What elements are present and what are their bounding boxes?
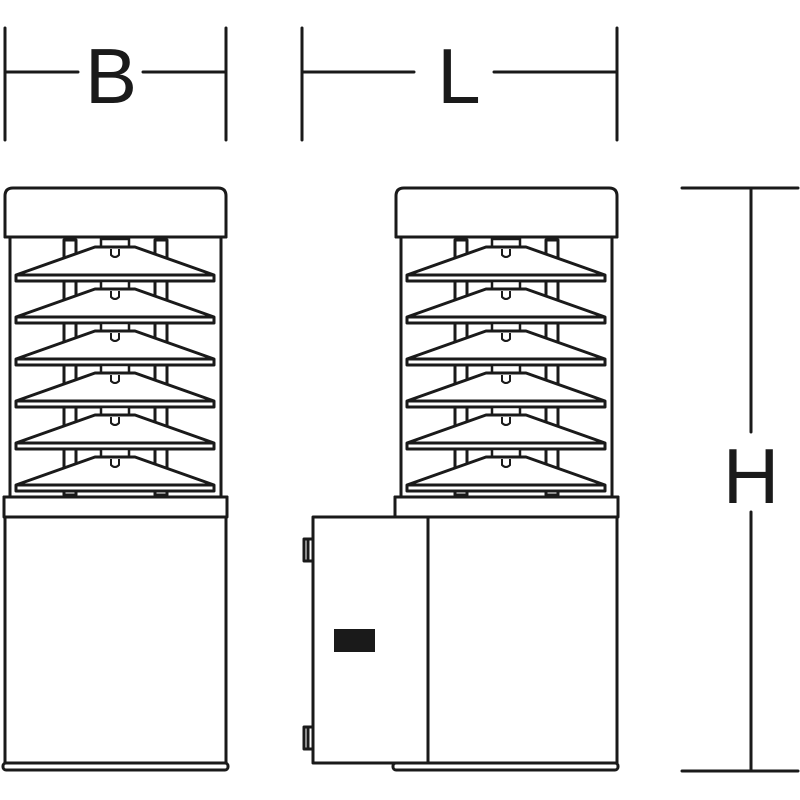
side-louver-stack <box>405 237 607 493</box>
side-louver-pin-3 <box>501 333 511 342</box>
front-louver-pin-6 <box>110 459 120 468</box>
front-louver-stack <box>14 237 216 493</box>
side-louver-pin-5 <box>501 417 511 426</box>
side-louver-pin-6 <box>501 459 511 468</box>
dimension-b-label: B <box>85 32 137 120</box>
dimension-l: L <box>300 26 619 142</box>
front-louver-pin-4 <box>110 375 120 384</box>
mounting-box <box>302 515 430 765</box>
front-louver-pin-1 <box>110 249 120 258</box>
side-louver-pin-1 <box>501 249 511 258</box>
side-base-foot <box>391 761 620 772</box>
front-base-foot <box>1 761 230 772</box>
dimension-l-label: L <box>437 32 480 120</box>
side-base-body <box>394 515 619 767</box>
side-view <box>302 186 620 772</box>
front-louver-pin-3 <box>110 333 120 342</box>
front-cap <box>3 186 228 239</box>
front-ring <box>2 495 229 519</box>
side-louver-pin-2 <box>501 291 511 300</box>
side-cap <box>394 186 619 239</box>
dimension-b: B <box>3 26 228 142</box>
side-louver-pin-4 <box>501 375 511 384</box>
front-view <box>1 186 230 772</box>
side-ring <box>393 495 620 519</box>
front-base-body <box>3 515 228 767</box>
dimension-h-label: H <box>723 432 779 520</box>
front-louver-pin-2 <box>110 291 120 300</box>
mounting-box-label-plate <box>334 629 375 652</box>
front-louver-pin-5 <box>110 417 120 426</box>
dimension-h: H <box>680 186 800 773</box>
